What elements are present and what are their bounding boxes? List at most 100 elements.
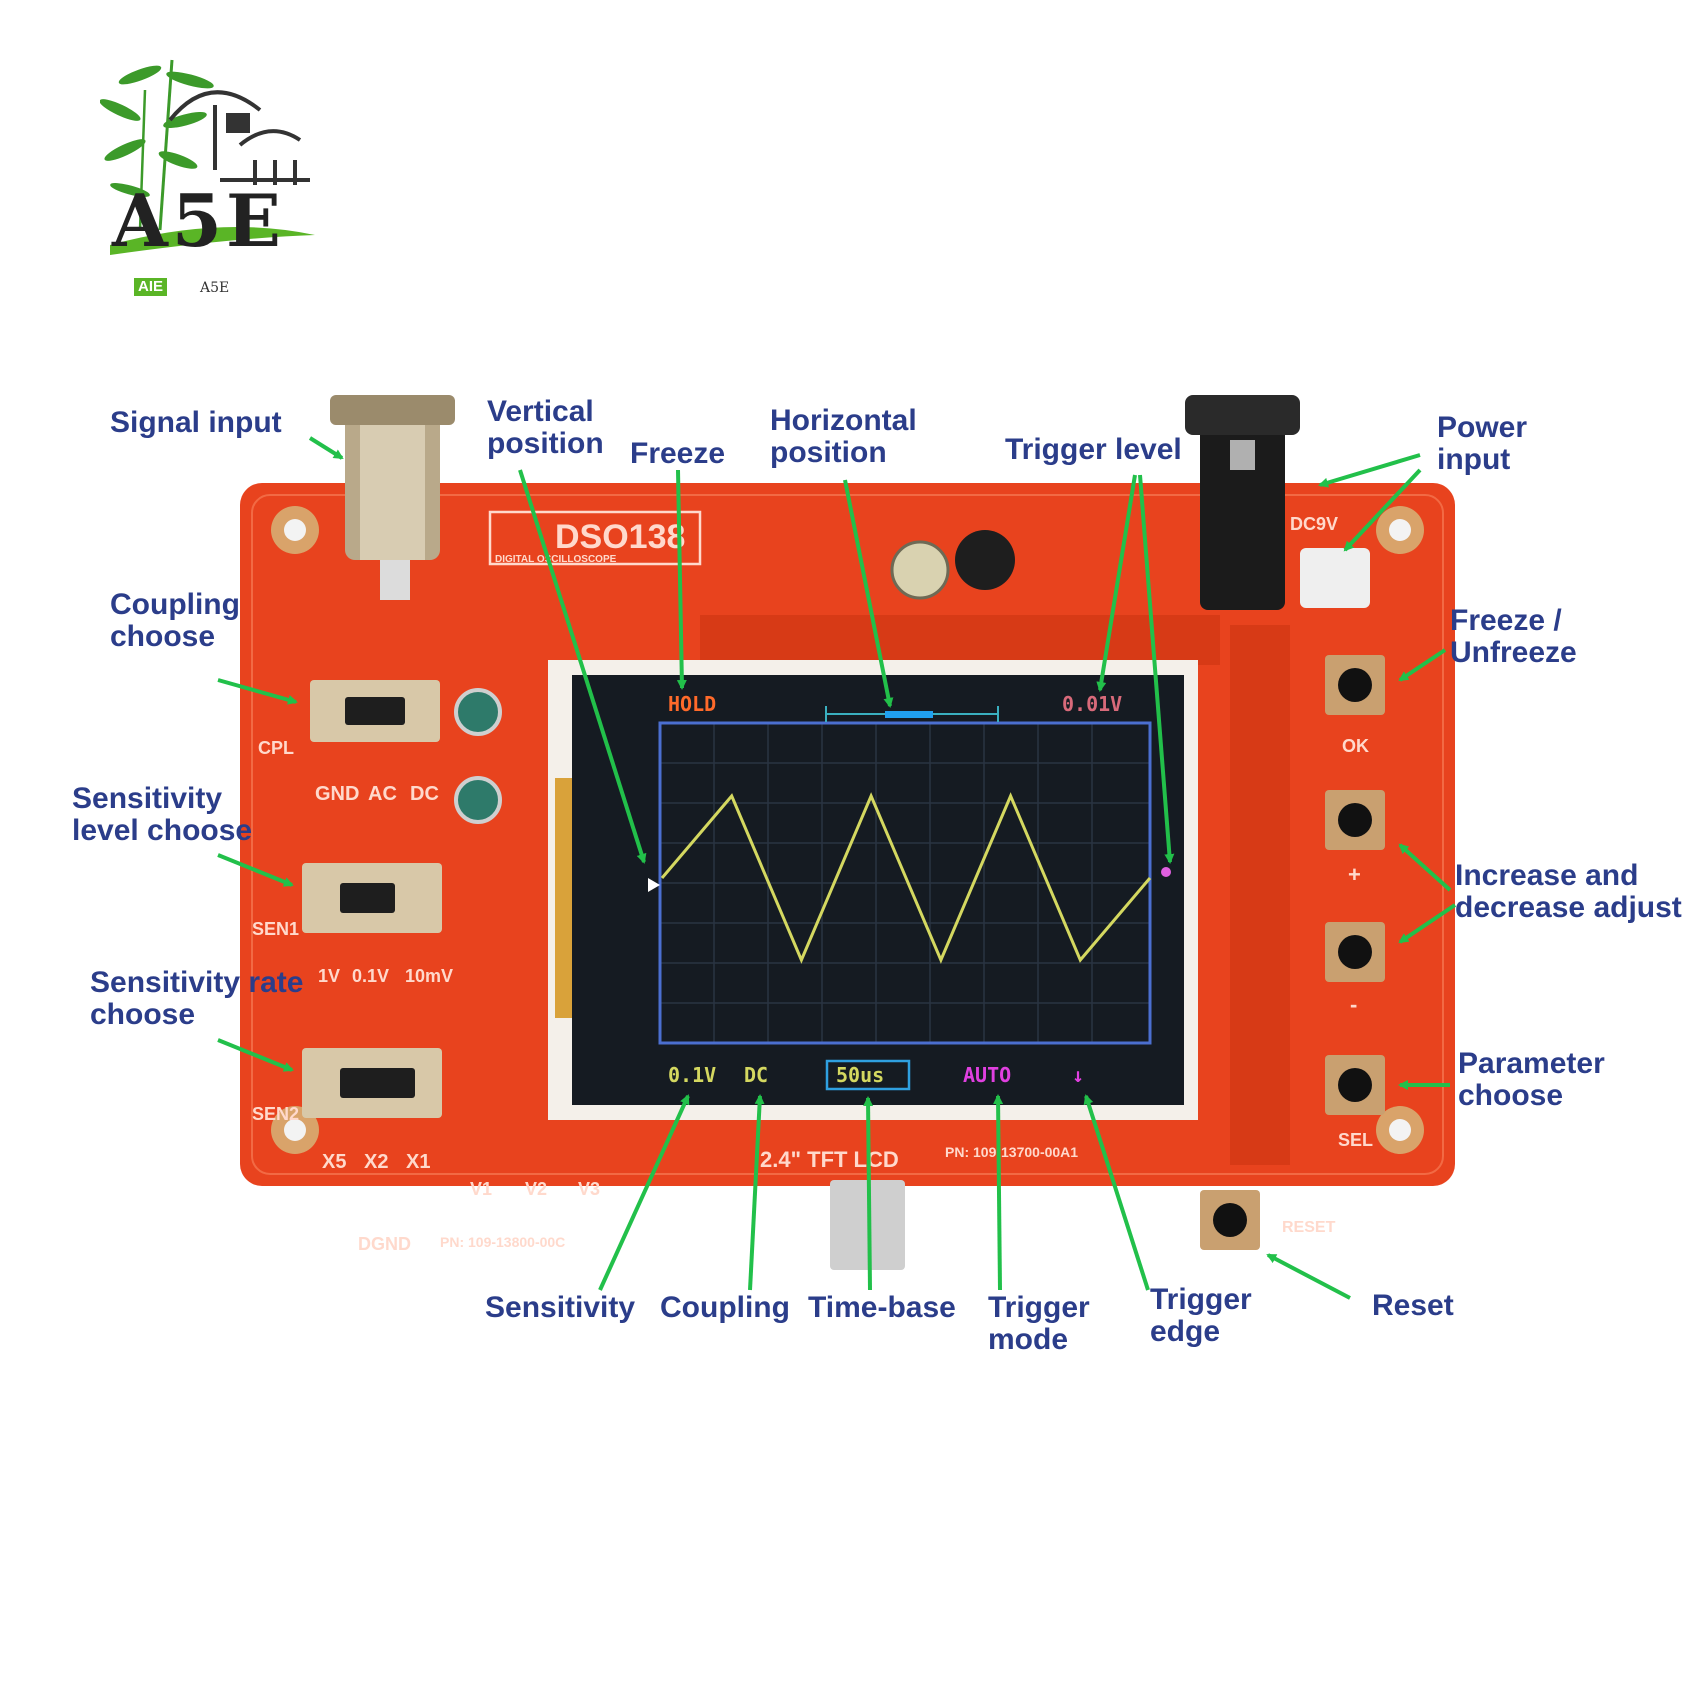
lcd-label: 2.4" TFT LCD [760, 1147, 899, 1172]
label-sensitivity: Sensitivity [485, 1291, 636, 1324]
pn-right: PN: 109-13700-00A1 [945, 1144, 1078, 1160]
arrow-sensitivity-level [217, 853, 294, 887]
arrow-sensitivity-rate [217, 1038, 294, 1072]
coupling-mark-1: AC [368, 783, 397, 805]
button-tag-2: - [1350, 992, 1357, 1017]
screen-trigger-level: 0.01V [1062, 692, 1122, 716]
label-time-base: Time-base [808, 1291, 956, 1324]
lcd-screen [572, 675, 1184, 1105]
arrow-decrease [1398, 903, 1457, 944]
dc-power-jack [1185, 395, 1300, 610]
vertical-position-marker [648, 878, 660, 892]
coupling-mark-0: GND [315, 783, 359, 805]
screen-hold: HOLD [668, 692, 716, 716]
mounting-holes [271, 506, 1424, 1154]
arrow-power-input-1 [1318, 453, 1421, 488]
power-tag: DC9V [1290, 514, 1338, 534]
arrow-freeze-unfreeze [1398, 648, 1447, 682]
label-vertical-position-1: Vertical [487, 395, 594, 428]
trimmer-1 [454, 688, 502, 736]
label-sensitivity-rate-2: choose [90, 998, 196, 1031]
sensitivity-mark-1: 0.1V [352, 966, 389, 986]
sensitivity-mark-0: 1V [318, 966, 340, 986]
arrow-vertical-position [518, 469, 647, 864]
trimmer-2 [454, 776, 502, 824]
arrow-horizontal-position [843, 479, 894, 708]
logo-subtext: A5E [200, 280, 230, 296]
label-trigger-mode-1: Trigger [988, 1291, 1090, 1324]
screen-trigger-mode: AUTO [963, 1063, 1011, 1087]
arrow-trigger-edge [1083, 1094, 1150, 1291]
label-coupling-choose-1: Coupling [110, 588, 240, 621]
arrow-coupling-choose [217, 678, 298, 705]
logo-wordmark: A5E [112, 178, 285, 263]
logo-swoosh [110, 227, 315, 255]
coupling-mark-2: DC [410, 783, 439, 805]
coupling-switch [310, 680, 440, 742]
label-signal-input: Signal input [110, 406, 282, 439]
screen-timebase: 50us [836, 1063, 884, 1087]
dgnd-label: DGND [358, 1234, 411, 1254]
label-horizontal-position-1: Horizontal [770, 404, 917, 437]
arrow-coupling [748, 1094, 765, 1291]
rate-mark-1: X2 [364, 1151, 388, 1173]
inductor [955, 530, 1015, 590]
house-icon [168, 90, 310, 185]
logo-badge: AIE [134, 278, 168, 296]
label-sensitivity-level-2: level choose [72, 814, 253, 847]
arrow-reset [1266, 1253, 1351, 1300]
board-model-sub: DIGITAL OSCILLOSCOPE [495, 554, 617, 565]
arrow-trigger-mode [993, 1094, 1004, 1291]
capacitor [890, 540, 950, 600]
scope-grid-frame [658, 721, 1152, 1045]
button-tag-3: SEL [1338, 1130, 1373, 1150]
push-buttons [1200, 655, 1385, 1250]
label-parameter-choose-2: choose [1458, 1079, 1564, 1112]
label-freeze-unfreeze-1: Freeze / [1450, 604, 1562, 637]
annotation-arrows [217, 436, 1457, 1300]
sensitivity-level-switch [302, 863, 442, 933]
label-horizontal-position-2: position [770, 436, 887, 469]
horizontal-position-marker [885, 711, 933, 718]
test-point-1: V2 [525, 1179, 547, 1199]
screen-coupling: DC [744, 1063, 768, 1087]
arrow-time-base [863, 1096, 874, 1291]
button-tag-0: OK [1342, 736, 1369, 756]
label-power-input-1: Power [1437, 411, 1528, 444]
screen-sensitivity: 0.1V [668, 1063, 716, 1087]
trigger-level-marker [1161, 867, 1171, 877]
label-reset: Reset [1372, 1289, 1454, 1322]
label-vertical-position-2: position [487, 427, 604, 460]
button-tag-1: + [1348, 862, 1361, 887]
lcd-flex [555, 778, 577, 1018]
label-freeze-unfreeze-2: Unfreeze [1450, 636, 1577, 669]
screen-trigger-edge: ↓ [1072, 1063, 1084, 1087]
arrow-signal-input [308, 436, 344, 460]
arrow-sensitivity [598, 1094, 690, 1291]
label-sensitivity-rate-1: Sensitivity rate [90, 966, 304, 999]
waveform-trace [660, 792, 1152, 964]
label-increase-decrease-2: decrease adjust [1455, 891, 1682, 924]
arrow-trigger-level-1 [1096, 474, 1137, 692]
arrow-power-input-2 [1343, 468, 1422, 552]
sensitivity-mark-2: 10mV [405, 966, 453, 986]
arrow-trigger-level-2 [1138, 474, 1175, 864]
top-header-pins [700, 615, 1220, 665]
label-trigger-level: Trigger level [1005, 433, 1182, 466]
test-point-2: V3 [578, 1179, 600, 1199]
sensitivity-rate-switch [302, 1048, 442, 1118]
label-power-input-2: input [1437, 443, 1511, 476]
test-point-0: V1 [470, 1179, 492, 1199]
label-trigger-mode-2: mode [988, 1323, 1069, 1356]
bamboo-icon [100, 59, 214, 231]
reset-tag: RESET [1282, 1219, 1336, 1236]
screen-timebase-box [825, 1059, 911, 1091]
switch-tag-0: CPL [258, 738, 294, 758]
label-coupling: Coupling [660, 1291, 790, 1324]
scope-grid [660, 723, 1150, 1043]
arrow-freeze [676, 469, 687, 690]
right-header-pins [1230, 625, 1290, 1165]
board-model: DSO138 [555, 518, 685, 556]
